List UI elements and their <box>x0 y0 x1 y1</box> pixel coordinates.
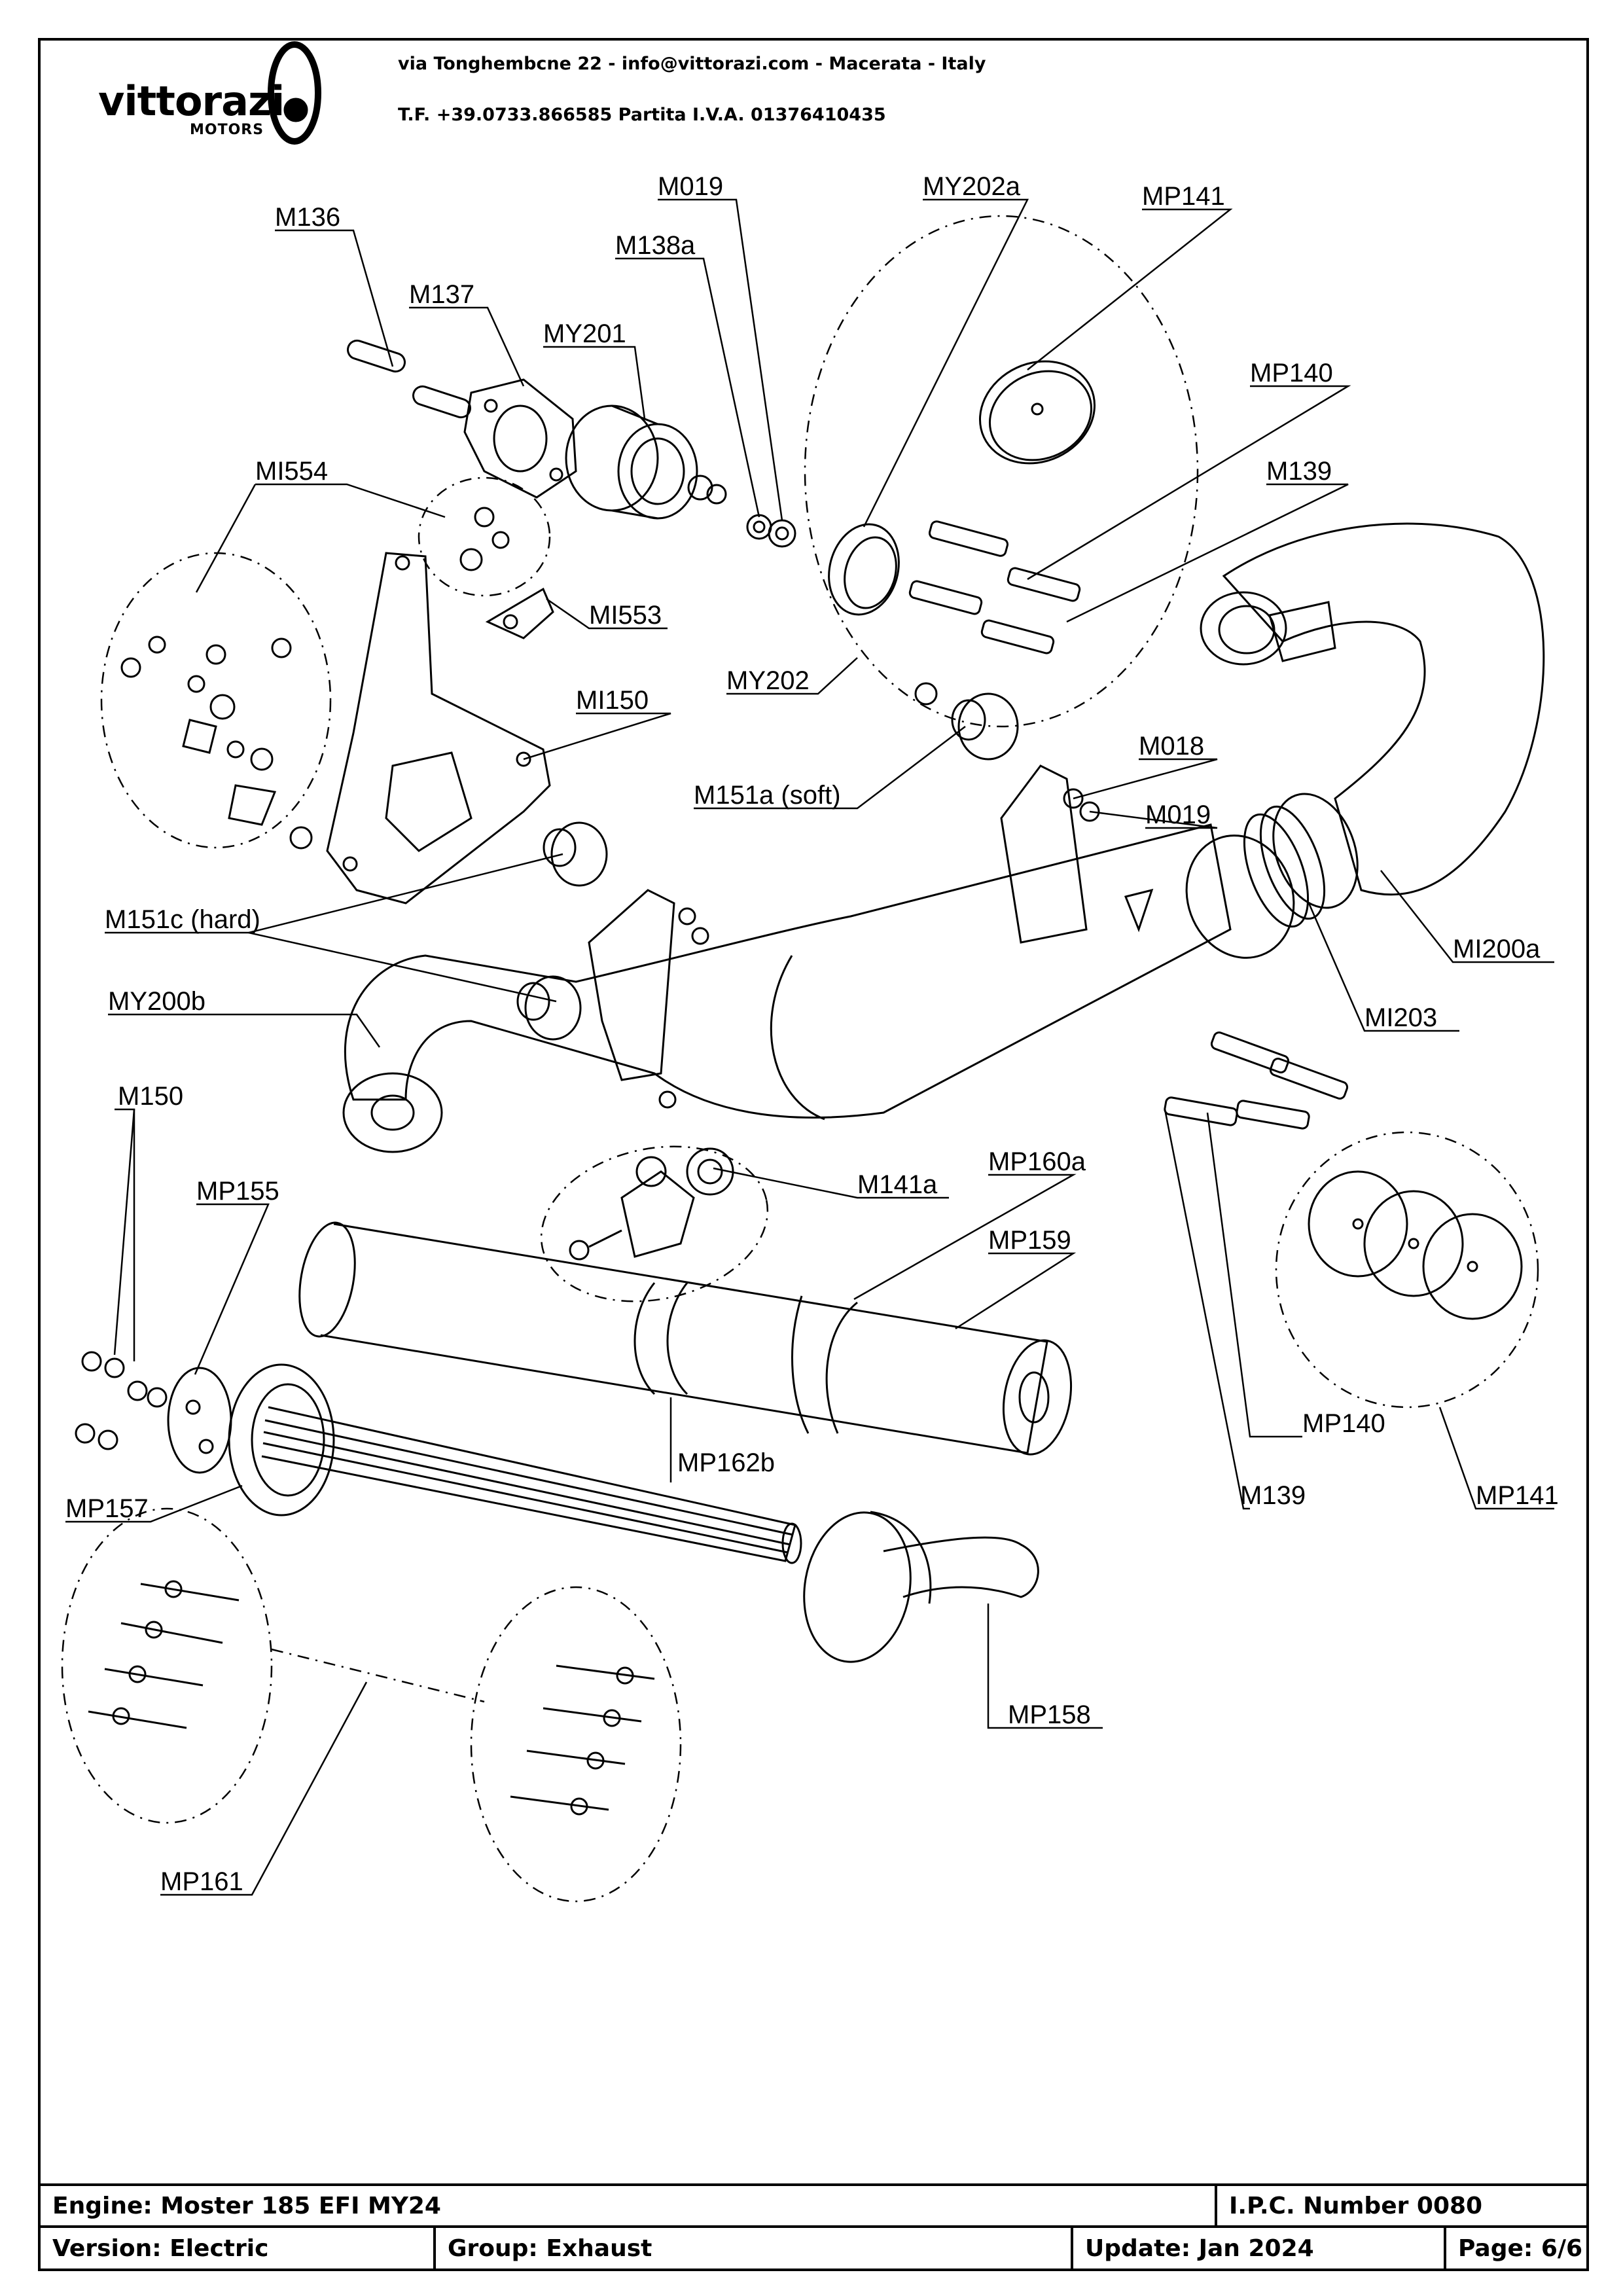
damper-m151a <box>951 692 1019 761</box>
label-my200b: MY200b <box>108 987 205 1016</box>
band-mp160a <box>791 1295 858 1434</box>
bracket-mi553 <box>459 507 554 639</box>
my202-group-circle <box>804 215 1199 728</box>
footer-update: Update: Jan 2024 <box>1071 2228 1444 2269</box>
brand-logo-text: vittorazi <box>98 77 285 125</box>
footer-group: Group: Exhaust <box>433 2228 1071 2269</box>
label-m136: M136 <box>275 203 340 232</box>
label-mp141-bottom: MP141 <box>1476 1481 1559 1510</box>
footer-ipc-number: I.P.C. Number 0080 <box>1215 2186 1586 2225</box>
brand-logo-subtext: MOTORS <box>190 122 264 138</box>
label-mp160a: MP160a <box>988 1147 1086 1176</box>
mp141-group-circle <box>1275 1131 1539 1408</box>
mi553-group-circle <box>418 476 551 597</box>
nut-m138a-m019 <box>746 514 796 548</box>
label-mi553: MI553 <box>589 601 662 630</box>
rear-cap-mp158 <box>803 1511 1039 1663</box>
mp161-link-line <box>271 1648 485 1703</box>
band-mp162b <box>633 1282 688 1395</box>
company-address: via Tonghembcne 22 - info@vittorazi.com … <box>398 54 986 74</box>
label-my202: MY202 <box>726 666 810 695</box>
label-my202a: MY202a <box>923 172 1021 201</box>
bracket-m141a <box>569 1147 734 1261</box>
footer-engine: Engine: Moster 185 EFI MY24 <box>52 2192 441 2219</box>
mp161-right-circle <box>470 1586 682 1903</box>
label-mp161: MP161 <box>160 1867 243 1896</box>
label-mp141-top: MP141 <box>1142 182 1225 211</box>
header-pipe-mi200a <box>1185 522 1545 959</box>
nut-m018 <box>1063 788 1084 809</box>
leader-lines <box>65 198 1554 1896</box>
silencer-body-mp159 <box>298 1221 1073 1456</box>
damper-m151c-lower <box>516 975 582 1041</box>
damper-m151c-upper <box>543 821 608 887</box>
page-frame <box>38 38 1589 2271</box>
label-m151a: M151a (soft) <box>694 781 841 810</box>
pin-m136 <box>347 339 471 419</box>
mp161-left-circle <box>61 1507 273 1824</box>
gasket-m137 <box>463 378 577 499</box>
label-mp157: MP157 <box>65 1494 149 1523</box>
spring-mi203 <box>1243 805 1326 928</box>
label-mi150: MI150 <box>576 686 649 715</box>
footer-version: Version: Electric <box>52 2234 269 2262</box>
label-m018: M018 <box>1139 732 1204 761</box>
perforated-tube <box>261 1406 802 1564</box>
spring-mp140-bottom <box>1164 1031 1349 1130</box>
label-m141a: M141a <box>857 1170 938 1199</box>
bracket-parts-mi554 <box>120 636 313 850</box>
footer-row-2: Version: Electric Group: Exhaust Update:… <box>41 2225 1586 2269</box>
nuts-m150 <box>75 1351 168 1450</box>
clamp-mp141-bottom <box>1308 1170 1523 1320</box>
label-mi554: MI554 <box>255 457 328 486</box>
label-m019-mid: M019 <box>1145 800 1211 829</box>
label-m137: M137 <box>409 280 474 309</box>
label-mi200a: MI200a <box>1453 935 1541 963</box>
manifold-my201 <box>565 404 727 520</box>
nut-m019-mid <box>1079 801 1100 822</box>
label-mi203: MI203 <box>1364 1003 1437 1032</box>
end-cap-mp157 <box>228 1363 335 1516</box>
label-mp155: MP155 <box>196 1177 279 1206</box>
label-mp159: MP159 <box>988 1226 1071 1255</box>
label-m151c: M151c (hard) <box>105 905 260 934</box>
label-m139-top: M139 <box>1266 457 1332 486</box>
sleeve-my202 <box>828 523 900 616</box>
label-m019-top: M019 <box>658 172 723 201</box>
label-m138a: M138a <box>615 231 696 260</box>
brand-emblem-icon <box>268 41 321 145</box>
mi554-group-circle <box>100 552 332 849</box>
footer-page: Page: 6/6 <box>1444 2228 1586 2269</box>
label-mp140-top: MP140 <box>1250 359 1333 387</box>
flange-mp155 <box>167 1367 232 1474</box>
bracket-plate-mi150 <box>326 552 551 905</box>
label-mp140-bottom: MP140 <box>1302 1409 1385 1438</box>
spring-mp140-top <box>908 520 1081 655</box>
label-m139-bottom: M139 <box>1240 1481 1306 1510</box>
exhaust-pipe-my200b <box>342 764 1232 1153</box>
label-mp162b: MP162b <box>677 1448 775 1477</box>
clamp-mp141-top <box>978 360 1096 465</box>
label-my201: MY201 <box>543 319 626 348</box>
footer-row-1: Engine: Moster 185 EFI MY24 I.P.C. Numbe… <box>41 2183 1586 2225</box>
rivets-mp161 <box>88 1580 655 1816</box>
m141a-group-circle <box>540 1145 769 1302</box>
label-mp158: MP158 <box>1008 1700 1091 1729</box>
label-m150: M150 <box>118 1082 183 1111</box>
company-phone-vat: T.F. +39.0733.866585 Partita I.V.A. 0137… <box>398 105 886 125</box>
